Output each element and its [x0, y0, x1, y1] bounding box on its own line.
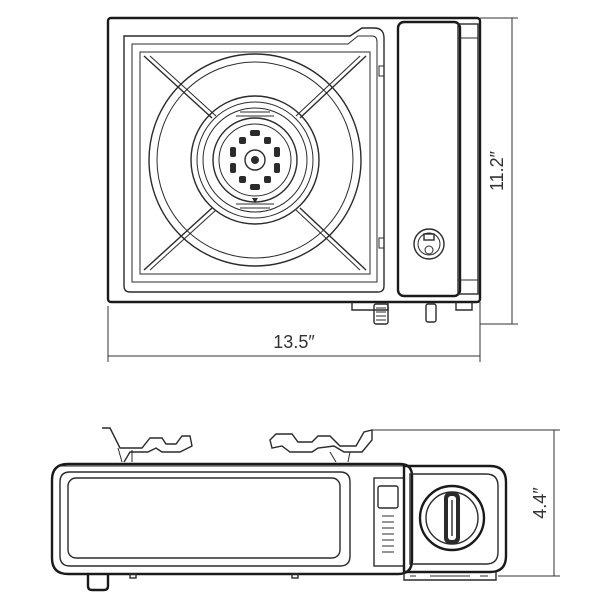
burner-ring-flame	[202, 107, 308, 213]
ignition-knob	[413, 228, 445, 260]
foot-marker-b	[291, 573, 299, 579]
burner-center-dot	[251, 156, 259, 164]
height-label: 4.4″	[530, 487, 550, 519]
foot-marker-a	[129, 573, 137, 579]
control-knob-ring	[418, 484, 486, 552]
depth-label: 11.2″	[487, 150, 507, 191]
knob-inner	[417, 232, 441, 256]
tray-clip-bottom	[378, 237, 385, 249]
pot-support-right-legs	[329, 451, 351, 463]
pot-support-left	[102, 427, 193, 463]
top-view: 13.5″ 11.2″	[106, 16, 518, 362]
side-body-panel	[59, 471, 351, 567]
burner-ring-mid-inner	[196, 101, 314, 219]
control-foot	[425, 303, 437, 323]
support-pin-top	[250, 130, 260, 136]
support-pin-bottom	[250, 184, 260, 190]
support-pin-tr	[264, 137, 271, 144]
pot-support-right	[269, 429, 373, 453]
igniter-grip	[382, 515, 394, 553]
support-pin-tl	[239, 137, 246, 144]
support-pin-right-top	[274, 147, 280, 157]
pot-support-left-legs	[117, 447, 133, 463]
grate-arm-bl	[143, 207, 213, 271]
support-pin-br	[264, 176, 271, 183]
top-outer-body	[106, 16, 482, 304]
support-pin-bl	[239, 176, 246, 183]
burner-vents	[236, 111, 274, 209]
control-housing-inner	[409, 473, 499, 565]
igniter-button	[377, 485, 399, 509]
grate-arm-tr-edge	[295, 55, 361, 117]
control-housing	[402, 464, 508, 574]
grate-frame	[139, 51, 371, 275]
burner-ring-outer-inner	[156, 61, 354, 259]
grate-arm-tl-edge	[149, 55, 217, 117]
tray-clip-top	[378, 65, 385, 77]
knob-handle	[423, 233, 435, 241]
control-knob	[418, 484, 486, 552]
support-pin-left-top	[230, 147, 236, 157]
side-body	[50, 462, 414, 576]
burner-ring-mid	[190, 95, 320, 225]
burner-tray-inner	[131, 35, 378, 283]
base-tab-left	[351, 302, 389, 311]
width-label: 13.5″	[273, 332, 315, 352]
igniter-foot	[373, 303, 389, 325]
burner-head-inner	[218, 123, 292, 197]
grate-arm-bl-edge	[149, 209, 217, 271]
burner-arrow-icon	[252, 198, 258, 203]
grate-arm-br-edge	[295, 209, 361, 271]
foot-left	[86, 574, 110, 592]
knob-indicator	[424, 245, 434, 255]
side-body-recess	[67, 477, 341, 559]
support-pin-left-bottom	[230, 163, 236, 173]
burner	[148, 53, 362, 267]
control-panel	[396, 20, 462, 298]
burner-ring-outer	[148, 53, 362, 267]
side-view: 4.4″	[50, 427, 560, 592]
support-pin-right-bottom	[274, 163, 280, 173]
grate-arm-tr	[299, 55, 367, 119]
control-panel-side	[457, 23, 479, 295]
grate-arm-br	[299, 207, 367, 271]
base-tab-right	[455, 302, 473, 311]
burner-tray	[123, 27, 385, 293]
knob-ring	[413, 228, 445, 260]
igniter-foot-ridges	[376, 307, 386, 321]
burner-center	[244, 149, 266, 171]
control-base	[403, 572, 497, 581]
